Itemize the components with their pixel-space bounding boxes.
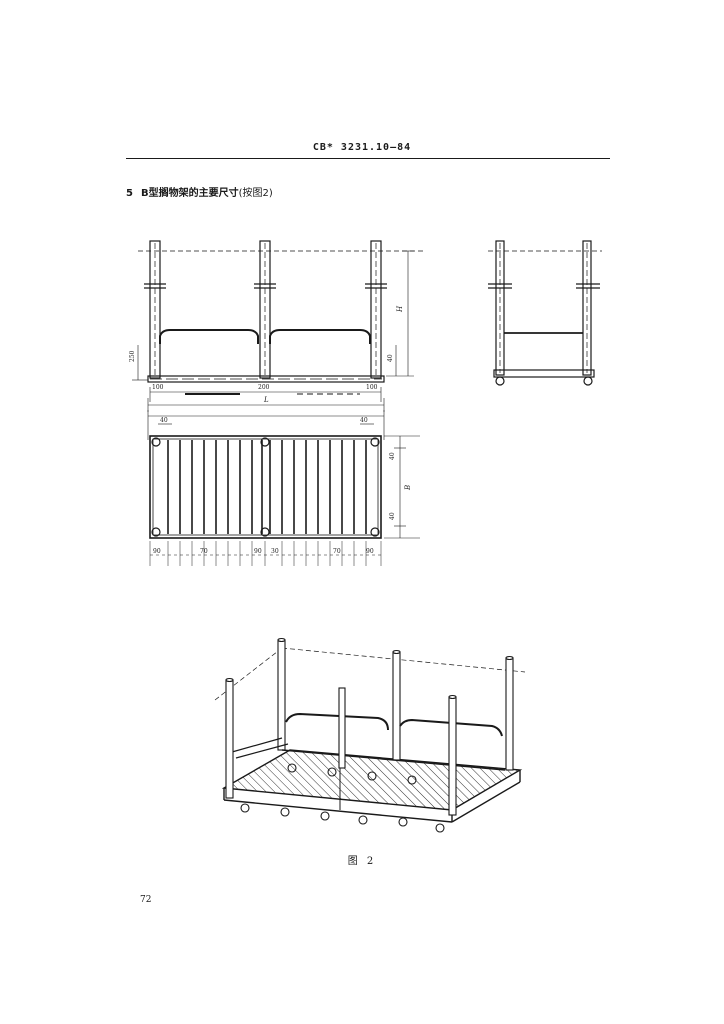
- iso-post-front-mid: [338, 687, 346, 769]
- plan-spacing-2: 70: [200, 548, 208, 555]
- plan-spacing-5: 70: [333, 548, 341, 555]
- front-post-middle: [254, 240, 276, 379]
- plan-slats: [167, 440, 367, 534]
- isometric-view: [214, 637, 526, 833]
- plan-view: [147, 410, 420, 566]
- figure-caption: 图 2: [347, 856, 377, 867]
- header-rule: [126, 158, 610, 159]
- iso-handle-left: [285, 712, 389, 731]
- front-handle-right: [269, 329, 371, 344]
- standard-header: CB* 3231.10—84: [312, 142, 412, 153]
- section-number: 5: [126, 188, 133, 199]
- iso-post-front-left: [225, 679, 234, 799]
- plan-spacing-4: 30: [271, 548, 279, 555]
- front-dim-overall: L: [263, 396, 269, 404]
- iso-post-back-left: [277, 639, 286, 751]
- front-base: [147, 375, 385, 383]
- front-dim-base-right: 40: [387, 354, 394, 362]
- iso-post-back-right: [505, 657, 514, 771]
- plan-spacing-1: 90: [153, 548, 161, 555]
- plan-spacing-3: 90: [254, 548, 262, 555]
- plan-dim-side-mid: B: [404, 485, 412, 491]
- front-post-right: [365, 240, 387, 379]
- side-view: [488, 240, 602, 386]
- section-figure-ref: (按图2): [238, 188, 273, 199]
- section-title: B型搁物架的主要尺寸: [140, 188, 239, 199]
- plan-posts: [151, 437, 380, 537]
- plan-dim-top-left: 40: [160, 417, 168, 424]
- iso-post-back-mid: [392, 651, 401, 761]
- front-dim-base-left: 250: [129, 350, 136, 362]
- front-dim-height: H: [396, 305, 404, 313]
- front-view: [132, 240, 425, 412]
- iso-post-front-right: [448, 696, 457, 816]
- plan-dim-side-bottom: 40: [389, 512, 396, 520]
- side-caster-right: [583, 376, 593, 386]
- front-dim-bottom-mid: 200: [258, 384, 270, 391]
- section-heading: 5 B型搁物架的主要尺寸(按图2): [126, 184, 273, 199]
- page-number: 72: [140, 895, 152, 905]
- plan-dim-top-right: 40: [360, 417, 368, 424]
- plan-dim-side-top: 40: [389, 452, 396, 460]
- plan-spacing-6: 90: [366, 548, 374, 555]
- iso-casters: [240, 763, 445, 833]
- front-post-left: [144, 240, 166, 379]
- front-handle-left: [159, 329, 259, 344]
- front-dim-bottom-left: 100: [152, 384, 164, 391]
- front-dim-bottom-right: 100: [366, 384, 378, 391]
- side-caster-left: [495, 376, 505, 386]
